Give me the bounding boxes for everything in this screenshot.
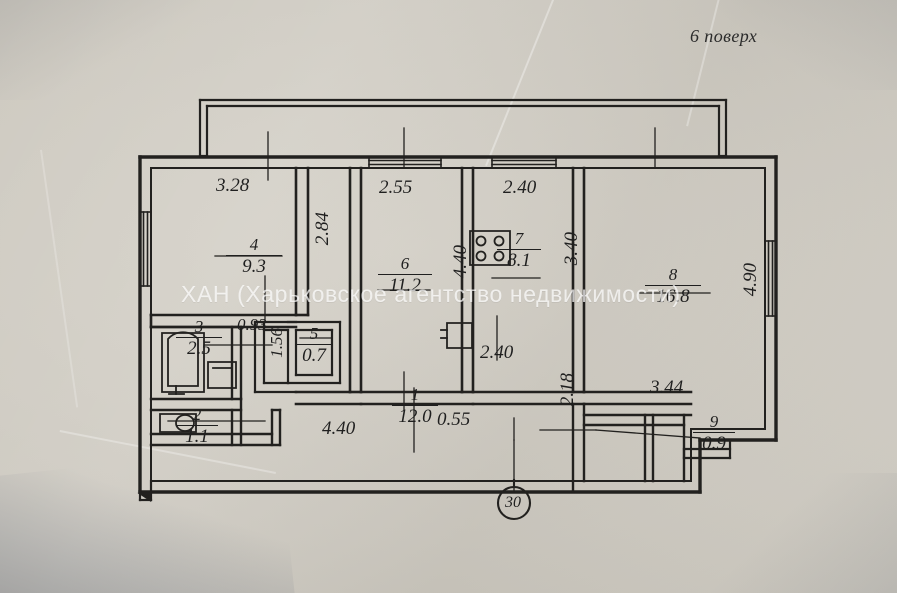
- interior-walls: [149, 166, 693, 406]
- dimension-room8-width: 3.44: [650, 377, 684, 398]
- dimension-room6-height: 4.40: [450, 245, 471, 279]
- sanitary-block-walls: [149, 325, 282, 447]
- room-fraction-bar: [497, 248, 541, 251]
- window-right: [764, 240, 777, 317]
- dimension-leaders: [167, 127, 711, 493]
- dimension-room4-width: 3.28: [216, 175, 250, 196]
- room-number-7: 7: [514, 229, 524, 248]
- section-marker-circle: [496, 478, 532, 521]
- room-label-5: 5 0.7: [295, 325, 333, 366]
- dimension-room4-height: 2.84: [312, 212, 333, 246]
- room-label-7: 7 8.1: [497, 230, 541, 271]
- room-fraction-bar: [226, 254, 282, 257]
- dimension-closet-width: 0.93: [237, 315, 267, 334]
- room-label-1: 1 12.0: [392, 386, 438, 427]
- bathtub-fixture: [161, 331, 205, 395]
- kitchen-sink-fixture: [440, 322, 473, 349]
- room-area-5: 0.7: [302, 345, 326, 367]
- room-number-5: 5: [309, 324, 319, 343]
- window-top-mid: [491, 156, 557, 169]
- dimension-closet-height: 1.56: [267, 328, 286, 358]
- room-area-6: 11.2: [389, 275, 421, 297]
- window-left: [139, 211, 152, 287]
- floor-number-label: 6 поверх: [690, 26, 758, 46]
- room-fraction-bar: [693, 431, 735, 434]
- room-label-3: 3 2.5: [176, 318, 222, 359]
- room-area-3: 2.5: [187, 338, 211, 360]
- top-balcony-rail: [198, 98, 728, 158]
- room-number-2: 2: [192, 405, 202, 424]
- section-marker-label: 30: [505, 494, 521, 511]
- dimension-room7-bottom: 2.40: [480, 342, 514, 363]
- closet-walls: [253, 320, 298, 394]
- window-top-left: [368, 156, 442, 169]
- outer-wall: [138, 155, 778, 494]
- room-area-1: 12.0: [398, 406, 432, 428]
- room-fraction-bar: [378, 273, 432, 276]
- balcony-ledge: [682, 438, 732, 460]
- toilet-fixture: [159, 413, 197, 433]
- dimension-room7-height: 3.40: [561, 232, 582, 266]
- room-label-4: 4 9.3: [226, 236, 282, 277]
- dimension-balcony-height: 2.18: [557, 373, 578, 407]
- room-fraction-bar: [176, 336, 222, 339]
- room-area-9: 0.9: [702, 433, 726, 455]
- dimension-room8-height: 4.90: [740, 263, 761, 297]
- room-label-2: 2 1.1: [176, 406, 218, 447]
- room-number-6: 6: [400, 254, 410, 273]
- room-fraction-bar: [392, 404, 438, 407]
- dimension-corridor-left: 4.40: [322, 418, 356, 439]
- sink-fixture: [207, 361, 237, 389]
- room-number-4: 4: [249, 235, 259, 254]
- room-label-6: 6 11.2: [378, 255, 432, 296]
- room-fraction-bar: [176, 424, 218, 427]
- bottom-left-wall-tick: [137, 479, 153, 503]
- dimension-corridor-right: 0.55: [437, 409, 471, 430]
- room-area-7: 8.1: [507, 250, 531, 272]
- stove-fixture: [469, 230, 511, 266]
- room-fraction-bar: [295, 343, 333, 346]
- room-number-3: 3: [194, 317, 204, 336]
- room-area-2: 1.1: [185, 426, 209, 448]
- dimension-room7-width: 2.40: [503, 177, 537, 198]
- room-label-9: 9 0.9: [693, 413, 735, 454]
- dimension-room6-width: 2.55: [379, 177, 413, 198]
- room-number-1: 1: [410, 385, 420, 404]
- room-area-8: 16.8: [656, 286, 690, 308]
- room-number-8: 8: [668, 265, 678, 284]
- room-area-4: 9.3: [242, 256, 266, 278]
- room-fraction-bar: [645, 284, 701, 287]
- room-label-8: 8 16.8: [645, 266, 701, 307]
- room-number-9: 9: [709, 412, 719, 431]
- balcony-room9: [571, 402, 693, 494]
